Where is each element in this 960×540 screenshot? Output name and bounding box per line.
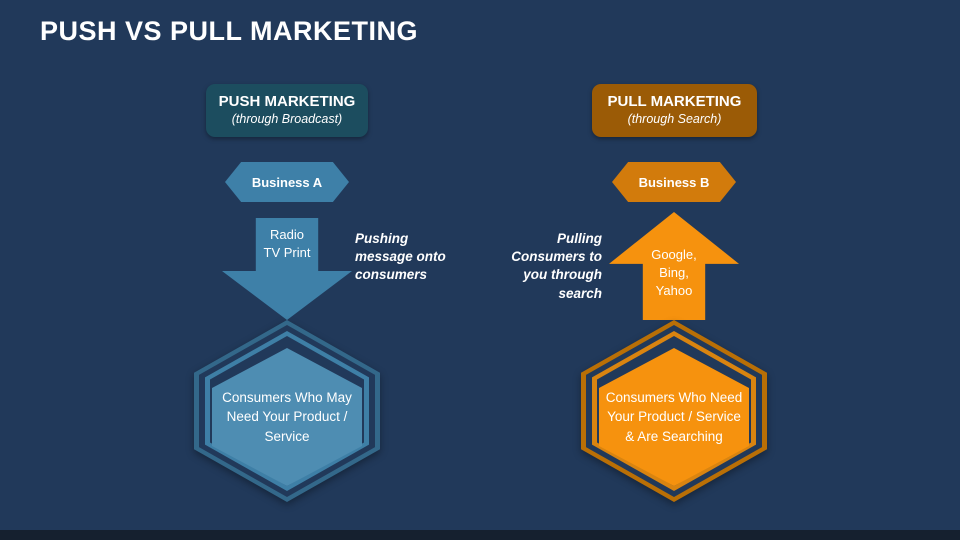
pull-arrow-line-1: Google,	[651, 247, 697, 262]
pull-header-title: PULL MARKETING	[607, 93, 742, 111]
business-a-label: Business A	[251, 174, 323, 190]
push-arrow-line-2: TV Print	[263, 245, 311, 261]
pull-consumers-hexagon: Consumers Who Need Your Product / Servic…	[581, 320, 767, 502]
push-note: Pushing message onto consumers	[355, 231, 446, 283]
pull-header-subtitle: (through Search)	[627, 112, 722, 127]
push-consumers-text: Consumers Who May Need Your Product / Se…	[222, 389, 352, 444]
push-arrow-text: Radio TV Print	[222, 226, 352, 262]
bottom-bar	[0, 530, 960, 540]
business-a-hexagon: Business A	[225, 162, 349, 202]
pull-marketing-header: PULL MARKETING (through Search)	[592, 84, 757, 137]
push-marketing-header: PUSH MARKETING (through Broadcast)	[206, 84, 368, 137]
pull-up-arrow: Google, Bing, Yahoo	[609, 212, 739, 320]
business-b-hexagon: Business B	[612, 162, 736, 202]
pull-arrow-line-3: Yahoo	[655, 283, 693, 299]
pull-consumers-text: Consumers Who Need Your Product / Servic…	[605, 389, 743, 444]
push-consumers-hexagon: Consumers Who May Need Your Product / Se…	[194, 320, 380, 502]
push-header-subtitle: (through Broadcast)	[231, 112, 343, 127]
push-header-title: PUSH MARKETING	[218, 93, 356, 111]
push-down-arrow: Radio TV Print	[222, 218, 352, 320]
slide-title: PUSH VS PULL MARKETING	[40, 16, 419, 46]
pull-arrow-line-2: Bing,	[659, 265, 689, 281]
pull-arrow-text: Google, Bing, Yahoo	[609, 246, 739, 301]
push-arrow-line-1: Radio	[270, 227, 304, 242]
business-b-label: Business B	[638, 174, 710, 190]
pull-note: Pulling Consumers to you through search	[511, 231, 602, 301]
